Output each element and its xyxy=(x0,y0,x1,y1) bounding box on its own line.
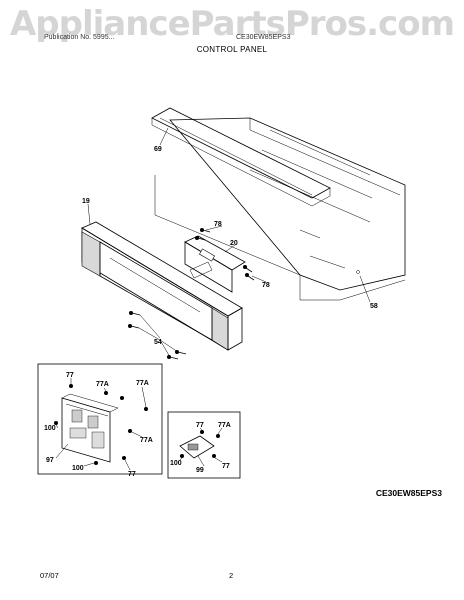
model-code: CE30EW85EPS3 xyxy=(375,488,442,498)
page-title: CONTROL PANEL xyxy=(196,45,268,54)
control-panel-frame xyxy=(81,221,243,351)
callout-77A-3: 77A xyxy=(140,437,153,444)
callout-58: 58 xyxy=(370,303,378,310)
screw-group-54 xyxy=(128,311,187,360)
subdiagram-left-box xyxy=(37,363,163,475)
callout-54: 54 xyxy=(154,339,162,346)
watermark-logo: AppliancePartsPros.com xyxy=(9,4,455,44)
callout-99: 99 xyxy=(196,467,204,474)
callout-100-bottom: 100 xyxy=(72,465,84,472)
callout-labels: 69 19 78 20 78 58 54 77 77A 77A 100 77A … xyxy=(44,146,378,478)
publication-number: Publication No. 5995... xyxy=(44,34,115,41)
header-model: CE30EW85EPS3 xyxy=(236,34,291,41)
callout-78-top: 78 xyxy=(214,221,222,228)
top-trim-part xyxy=(151,107,331,207)
callout-69: 69 xyxy=(154,146,162,153)
page-number: 2 xyxy=(229,571,234,580)
control-board-part xyxy=(184,235,246,293)
callout-77-rbox-bottom: 77 xyxy=(222,463,230,470)
callout-78-right: 78 xyxy=(262,282,270,289)
screw-group-78 xyxy=(195,228,255,281)
callout-100-left: 100 xyxy=(44,425,56,432)
callout-77-left: 77 xyxy=(66,372,74,379)
leader-lines-main xyxy=(87,127,371,303)
housing-assembly xyxy=(154,117,406,301)
callout-19: 19 xyxy=(82,198,90,205)
callout-97: 97 xyxy=(46,457,54,464)
callout-77-bottom: 77 xyxy=(128,471,136,478)
subdiagram-right-box xyxy=(167,411,241,479)
callout-20: 20 xyxy=(230,240,238,247)
callout-77-rbox: 77 xyxy=(196,422,204,429)
footer-date: 07/07 xyxy=(40,571,59,580)
callout-77A-2: 77A xyxy=(136,380,149,387)
callout-77A-1: 77A xyxy=(96,381,109,388)
callout-100-rbox: 100 xyxy=(170,460,182,467)
callout-77A-rbox: 77A xyxy=(218,422,231,429)
